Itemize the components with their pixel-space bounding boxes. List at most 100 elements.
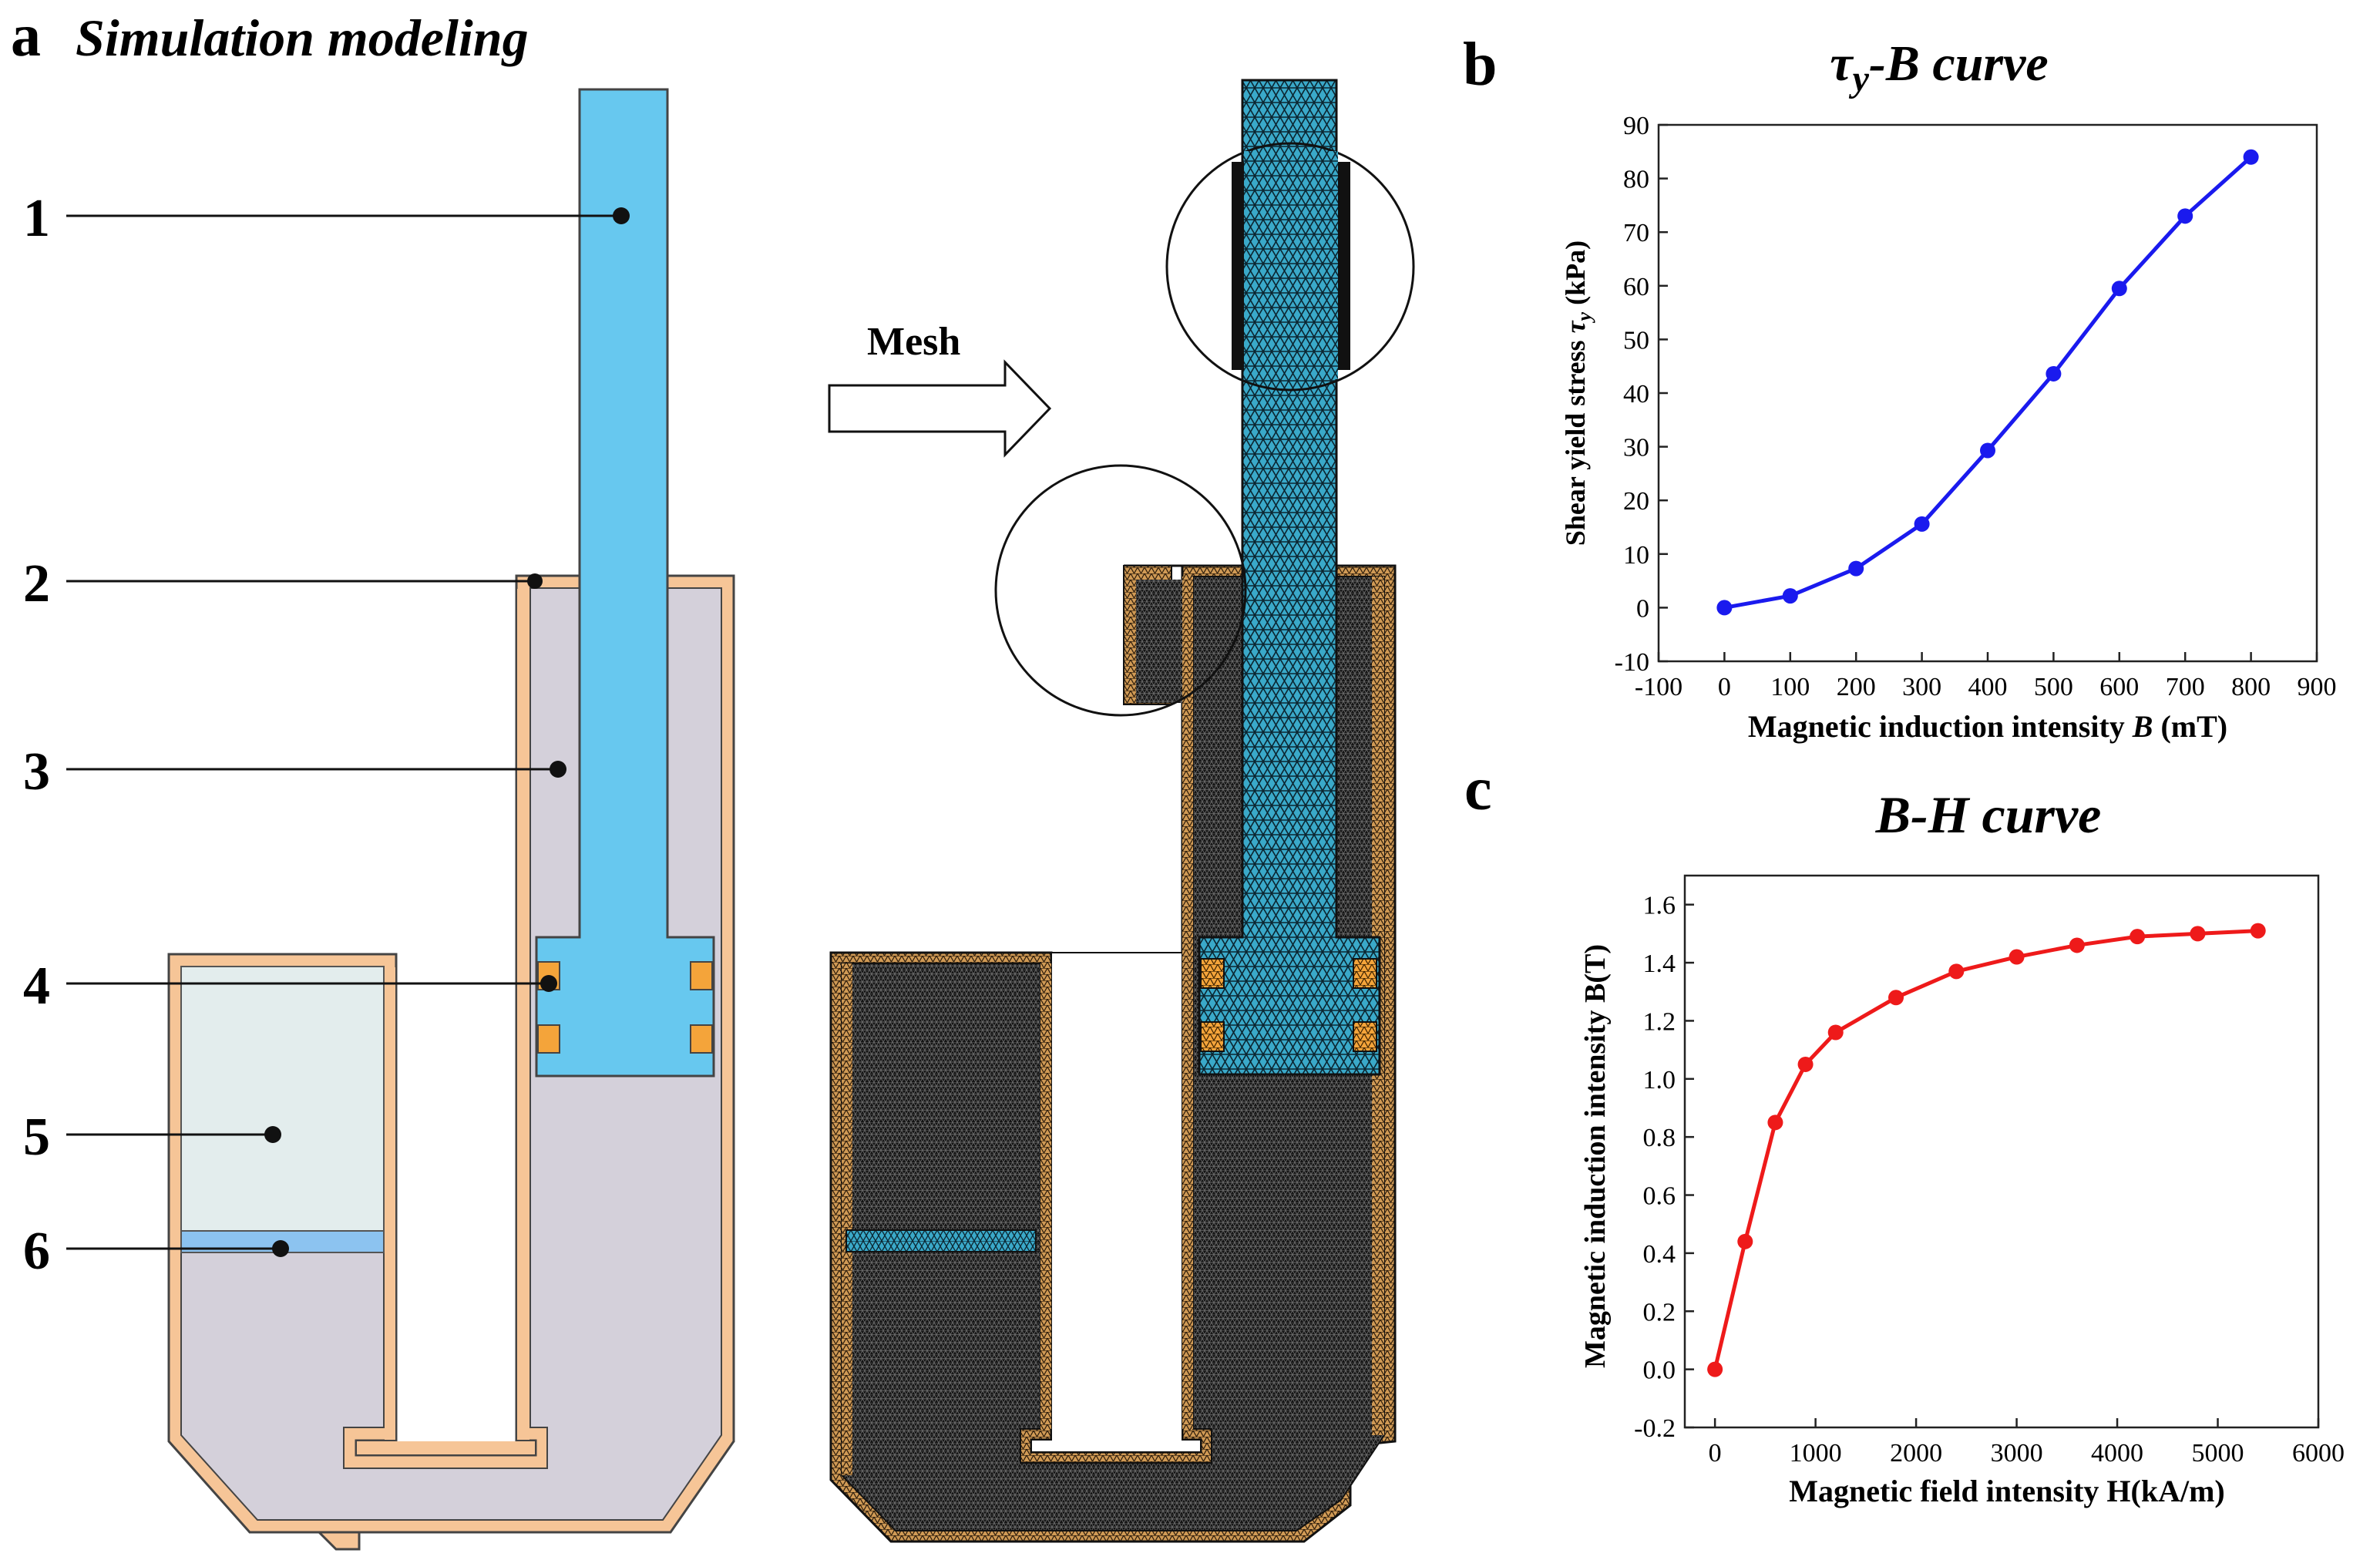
chart-c-data-point <box>1767 1115 1783 1131</box>
chart-c-xtick-label: 5000 <box>2192 1439 2244 1468</box>
chart-c-ytick-label: 0.0 <box>1643 1357 1676 1385</box>
coil-lower-right <box>690 1024 713 1054</box>
chart-c-data-point <box>2130 929 2146 945</box>
partition-tan-fill-bottom <box>357 1441 535 1454</box>
chart-c-ytick-label: 0.8 <box>1643 1124 1676 1152</box>
chart-c-series <box>1707 923 2266 1377</box>
chart-c-data-point <box>1888 990 1904 1006</box>
chart-b-xlabel-var: B <box>2132 709 2153 744</box>
chart-b-data-point <box>1980 442 1995 459</box>
mesh-top-left-dark-block <box>1136 580 1182 703</box>
mesh-partition-gap <box>1030 952 1202 1453</box>
chart-b-xtick-label: 200 <box>1837 673 1876 701</box>
chart-c-plot-frame <box>1683 874 2320 1429</box>
panel-a-title: Simulation modeling <box>76 8 529 67</box>
chart-b-plot-frame <box>1657 123 2318 663</box>
mesh-model <box>829 79 1415 1543</box>
chart-b-title-sub: y <box>1849 59 1870 99</box>
chart-c-data-point <box>1707 1361 1723 1377</box>
chart-b-data-point <box>1914 516 1930 532</box>
panel-c-letter: c <box>1464 755 1492 823</box>
chart-b-data-point <box>1782 588 1798 604</box>
chart-b-data-point <box>2111 281 2127 297</box>
callout-3-dot <box>550 761 566 778</box>
chart-c-data-point <box>2190 926 2206 942</box>
coil-upper-right <box>690 961 713 990</box>
callout-2-label: 2 <box>23 554 50 614</box>
chart-b-ylabel-text: Shear yield stress <box>1560 333 1591 546</box>
chart-b-ylabel-unit: (kPa) <box>1560 240 1591 312</box>
callouts: 1 2 3 4 5 6 <box>23 189 630 1281</box>
chart-b-xtick-label: 600 <box>2099 673 2139 701</box>
chart-c-data-point <box>1827 1024 1844 1041</box>
chart-b-data-point <box>1716 600 1733 616</box>
partition-tan-fill-right <box>517 589 529 1440</box>
chart-c-xtick-label: 4000 <box>2091 1439 2143 1468</box>
chart-b-xtick-label: 500 <box>2034 673 2073 701</box>
callout-4-label: 4 <box>23 957 50 1016</box>
callout-6-dot <box>272 1240 289 1257</box>
chart-b-ytick-label: 70 <box>1623 219 1649 247</box>
callout-1-label: 1 <box>23 189 50 248</box>
mesh-coil-lower-right <box>1353 1021 1377 1052</box>
chart-c-ytick-label: 1.4 <box>1643 950 1676 978</box>
coil-lower-left <box>537 1024 560 1054</box>
chart-b-ylabel-var: τ <box>1560 320 1591 333</box>
chart-b-xtick-label: 300 <box>1902 673 1941 701</box>
mesh-arrow-shape <box>828 359 1052 458</box>
chart-c-ylabel: Magnetic induction intensity B(T) <box>1579 944 1612 1368</box>
callout-5-dot <box>264 1126 281 1143</box>
chart-b-ylabel-sub: y <box>1573 311 1595 323</box>
mesh-coil-lower-left <box>1200 1021 1225 1052</box>
mesh-coil-upper-right <box>1353 958 1377 989</box>
partition-inner-wall <box>343 588 548 1469</box>
chart-c-data-point <box>1797 1056 1814 1072</box>
mesh-left-wall-layer <box>842 963 852 1475</box>
chart-b-title: τy-B curve <box>1830 35 2048 99</box>
chart-c-ytick-label: 1.6 <box>1643 892 1676 920</box>
chart-c-xtick-label: 3000 <box>1991 1439 2043 1468</box>
chart-b-xlabel: Magnetic induction intensity B (mT) <box>1748 709 2227 744</box>
mesh-arrow: Mesh <box>828 320 1052 458</box>
chart-c-xlabel: Magnetic field intensity H(kA/m) <box>1789 1474 2225 1508</box>
piston-rod <box>535 88 715 1078</box>
chart-c-data-point <box>2009 949 2025 965</box>
chart-b-ytick-label: 60 <box>1623 273 1649 301</box>
mesh-arrow-label: Mesh <box>867 320 960 364</box>
chart-c-xtick-label: 0 <box>1709 1439 1722 1468</box>
chart-b-xtick-label: 700 <box>2166 673 2205 701</box>
chart-b-ytick-label: 90 <box>1623 112 1649 140</box>
chart-b-ytick-label: 0 <box>1636 594 1649 623</box>
chart-c-ytick-label: 1.0 <box>1643 1066 1676 1094</box>
chart-b-xtick-label: 0 <box>1718 673 1731 701</box>
chart-c-ytick-label: 0.6 <box>1643 1182 1676 1211</box>
mesh-coil-upper-left <box>1200 958 1225 989</box>
chart-b-ytick-label: 10 <box>1623 541 1649 570</box>
chart-c-data-point <box>2069 937 2085 953</box>
chart-c-xtick-label: 2000 <box>1890 1439 1942 1468</box>
callout-4-dot <box>540 975 557 992</box>
magnifier-top-dark-left <box>1232 162 1244 370</box>
callout-1-dot <box>613 207 630 224</box>
panel-a-letter: a <box>11 2 41 69</box>
chart-b-ytick-label: -10 <box>1615 648 1649 677</box>
chart-c-ytick-label: -0.2 <box>1634 1414 1676 1443</box>
chart-c-ytick-label: 0.4 <box>1643 1240 1676 1269</box>
gas-chamber <box>180 966 385 1232</box>
chart-b-xtick-label: 100 <box>1770 673 1810 701</box>
chart-c-xtick-label: 1000 <box>1790 1439 1842 1468</box>
chart-b-xtick-label: 800 <box>2231 673 2271 701</box>
chart-b-ytick-label: 20 <box>1623 487 1649 516</box>
callout-3-label: 3 <box>23 742 50 802</box>
chart-c-data-point <box>1737 1233 1753 1249</box>
magnifier-top-mesh <box>1244 151 1338 379</box>
chart-b-title-rest: -B curve <box>1869 35 2049 92</box>
geometry-model <box>167 88 735 1551</box>
chart-b-xlabel-text: Magnetic induction intensity <box>1748 709 2133 744</box>
callout-5-label: 5 <box>23 1108 50 1167</box>
chart-b-ytick-label: 40 <box>1623 380 1649 408</box>
callout-6-label: 6 <box>23 1222 50 1281</box>
